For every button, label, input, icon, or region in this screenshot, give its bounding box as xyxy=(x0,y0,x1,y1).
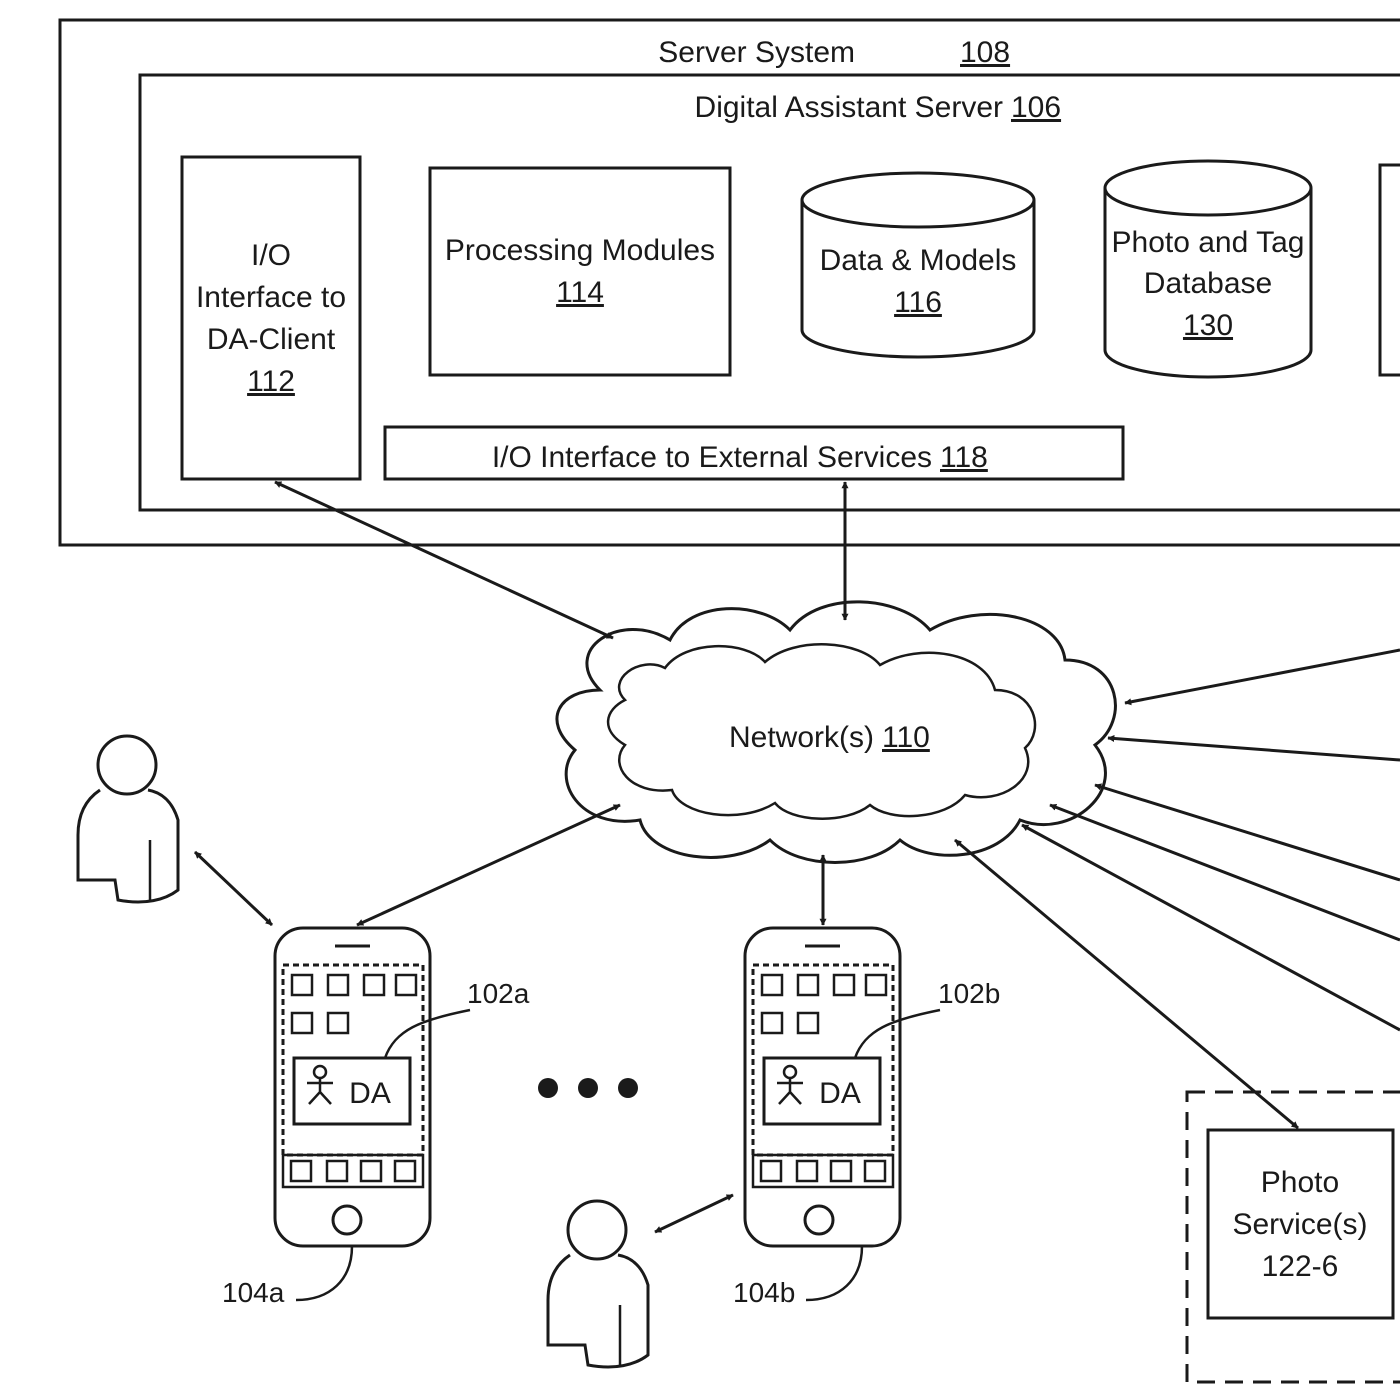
leader-104b xyxy=(805,1245,864,1302)
processing-ref: 114 xyxy=(556,276,604,309)
client-ref-a: 102a xyxy=(467,978,530,1009)
network-ref: 110 xyxy=(882,721,930,754)
user-icon xyxy=(76,734,180,904)
leader-102b xyxy=(853,1008,941,1059)
photo-service-line2: Service(s) xyxy=(1232,1208,1367,1241)
arrow-photo-service-network xyxy=(954,838,1299,1130)
data-models-label: Data & Models xyxy=(820,244,1017,277)
data-models-ref: 116 xyxy=(894,286,942,319)
arrow-service-2 xyxy=(1107,734,1400,762)
cropped-module-box xyxy=(1378,163,1400,377)
arrow-service-1 xyxy=(1124,648,1400,706)
io-interface-da-client: I/O Interface to DA-Client 112 xyxy=(180,155,362,481)
processing-modules: Processing Modules 114 xyxy=(428,166,732,377)
da-label-a: DA xyxy=(349,1077,391,1110)
processing-label: Processing Modules xyxy=(445,234,715,267)
device-ref-a: 104a xyxy=(222,1277,285,1308)
photo-db-line1: Photo and Tag xyxy=(1112,226,1305,259)
arrow-user-a-device-a xyxy=(193,850,274,927)
photo-service-line1: Photo xyxy=(1261,1166,1339,1199)
client-ref-b: 102b xyxy=(938,978,1000,1009)
network-cloud-icon: Network(s) 110 xyxy=(555,600,1117,864)
smartphone-icon: DA xyxy=(743,926,902,1248)
device-ref-b: 104b xyxy=(733,1277,795,1308)
ellipsis-icon xyxy=(538,1078,638,1098)
da-label-b: DA xyxy=(819,1077,861,1110)
io-interface-external-services: I/O Interface to External Services 118 xyxy=(383,425,1125,481)
leader-104a xyxy=(295,1245,354,1302)
photo-tag-database: Photo and Tag Database 130 xyxy=(1103,159,1313,379)
photo-db-ref: 130 xyxy=(1183,309,1233,342)
da-server-ref: 106 xyxy=(1011,91,1061,124)
io-client-line2: Interface to xyxy=(196,281,346,314)
arrow-service-5 xyxy=(1021,823,1400,1032)
user-icon xyxy=(546,1199,650,1369)
io-client-line3: DA-Client xyxy=(207,323,336,356)
io-client-ref: 112 xyxy=(247,365,295,398)
server-system-label: Server System xyxy=(658,36,855,69)
data-models-database: Data & Models 116 xyxy=(800,171,1036,359)
io-client-line1: I/O xyxy=(251,239,291,272)
photo-service-group: Photo Service(s) 122-6 xyxy=(1185,1090,1400,1384)
server-system-ref: 108 xyxy=(960,36,1010,69)
da-server-label: Digital Assistant Server xyxy=(695,91,1003,124)
arrow-user-b-device-b xyxy=(654,1193,734,1234)
arrow-service-3 xyxy=(1094,783,1400,882)
network-label: Network(s) xyxy=(729,721,874,754)
leader-102a xyxy=(383,1008,471,1059)
photo-db-line2: Database xyxy=(1144,267,1272,300)
io-external-label: I/O Interface to External Services xyxy=(492,441,932,474)
photo-service-line3: 122-6 xyxy=(1262,1250,1339,1283)
io-external-ref: 118 xyxy=(940,441,988,474)
smartphone-icon: DA xyxy=(273,926,432,1248)
arrow-io-client-network xyxy=(274,480,614,640)
arrow-device-a-network xyxy=(356,803,621,927)
